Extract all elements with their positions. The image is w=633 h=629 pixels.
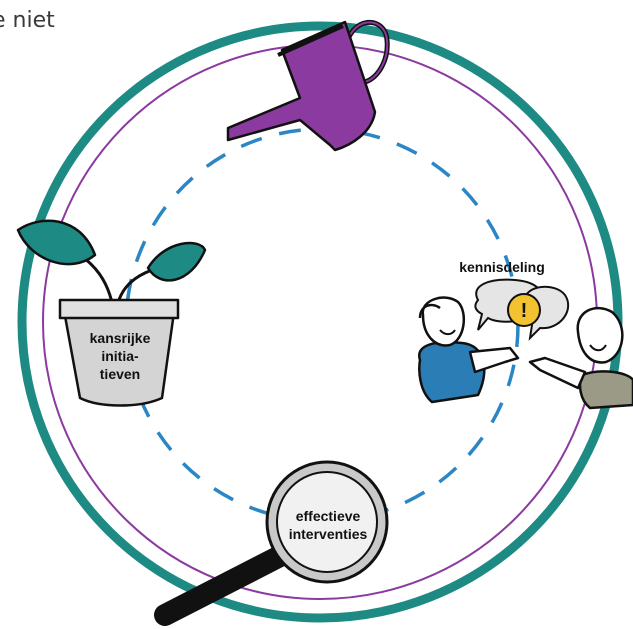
people-talking-icon bbox=[418, 296, 633, 410]
clipped-heading-text: e niet bbox=[0, 8, 55, 33]
magnifying-glass-icon bbox=[154, 460, 389, 626]
watering-can-icon bbox=[226, 20, 390, 152]
magnifier-label-line-2: interventies bbox=[289, 526, 368, 542]
speech-bubble-icon bbox=[474, 278, 570, 341]
pot-label-line-2: initia- bbox=[101, 348, 139, 364]
kennisdeling-label: kennisdeling bbox=[459, 259, 545, 275]
exclamation-mark: ! bbox=[521, 300, 528, 322]
plant-pot-icon bbox=[16, 219, 207, 407]
pot-label-line-3: tieven bbox=[100, 366, 140, 382]
pot-label-line-1: kansrijke bbox=[90, 330, 151, 346]
magnifier-label-line-1: effectieve bbox=[296, 508, 361, 524]
